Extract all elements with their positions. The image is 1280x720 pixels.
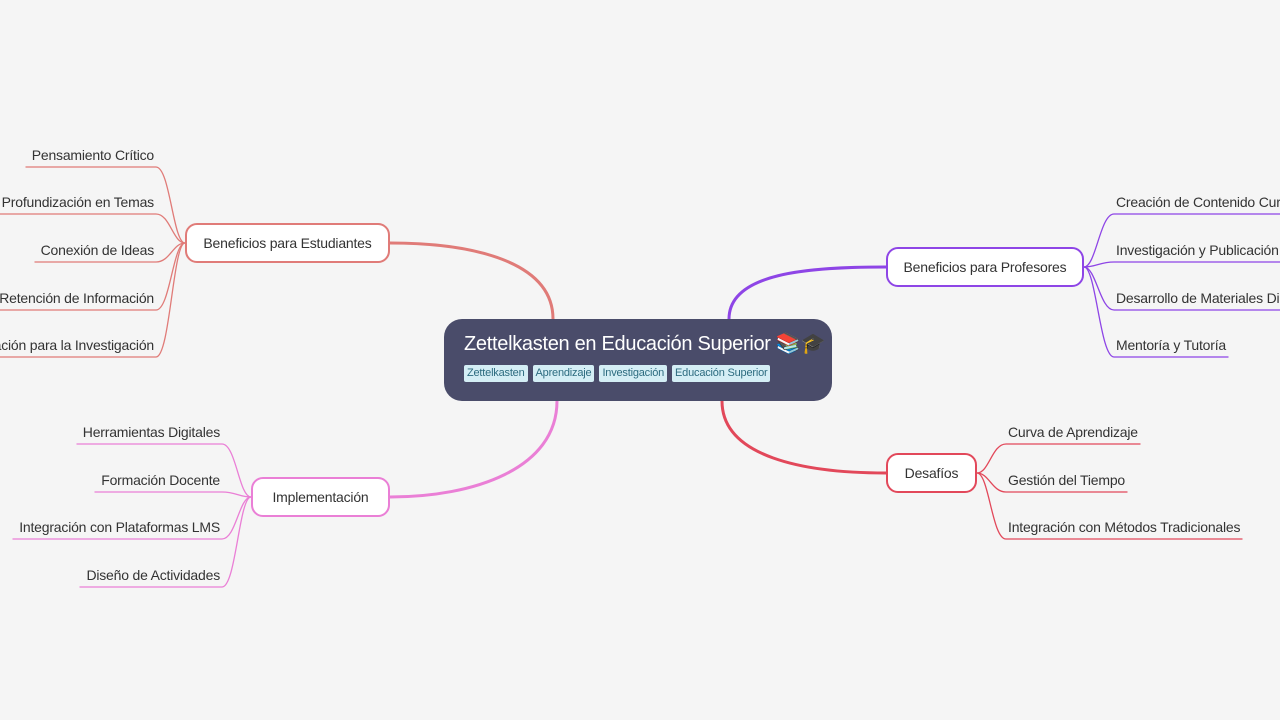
connector-branch-implementacion bbox=[388, 399, 559, 499]
connector-leaf-desafios-1 bbox=[976, 472, 1128, 493]
leaf-integracion-lms[interactable]: Integración con Plataformas LMS bbox=[19, 519, 220, 535]
connector-leaf-estudiantes-4 bbox=[0, 242, 186, 358]
leaf-diseno-actividades[interactable]: Diseño de Actividades bbox=[86, 567, 220, 583]
tag-zettelkasten[interactable]: Zettelkasten bbox=[464, 365, 528, 382]
branch-beneficios-profesores[interactable]: Beneficios para Profesores bbox=[886, 247, 1084, 287]
leaf-profundizacion-temas[interactable]: Profundización en Temas bbox=[1, 194, 155, 210]
connector-leaf-desafios-0 bbox=[976, 443, 1141, 474]
connector-leaf-implementacion-1 bbox=[94, 491, 252, 498]
connector-leaf-estudiantes-2 bbox=[34, 242, 186, 263]
leaf-retencion-informacion[interactable]: Retención de Información bbox=[0, 290, 154, 306]
tag-aprendizaje[interactable]: Aprendizaje bbox=[532, 365, 595, 382]
tag-educacion-superior[interactable]: Educación Superior bbox=[672, 365, 771, 382]
connector-leaf-desafios-2 bbox=[976, 472, 1243, 540]
connector-leaf-estudiantes-1 bbox=[0, 213, 186, 244]
leaf-investigacion-publicacion[interactable]: Investigación y Publicación bbox=[1116, 242, 1279, 258]
leaf-creacion-contenido-curricular[interactable]: Creación de Contenido Curricular bbox=[1116, 194, 1280, 210]
connector-leaf-implementacion-2 bbox=[12, 496, 252, 540]
connector-leaf-profesores-2 bbox=[1083, 266, 1280, 311]
leaf-herramientas-digitales[interactable]: Herramientas Digitales bbox=[82, 424, 220, 440]
leaf-mentoria-tutoria[interactable]: Mentoría y Tutoría bbox=[1116, 337, 1227, 353]
leaf-integracion-metodos[interactable]: Integración con Métodos Tradicionales bbox=[1008, 519, 1241, 535]
connector-leaf-implementacion-3 bbox=[79, 496, 252, 588]
leaf-desarrollo-materiales[interactable]: Desarrollo de Materiales Didácticos bbox=[1116, 290, 1280, 306]
connector-branch-estudiantes bbox=[388, 241, 555, 321]
leaf-gestion-tiempo[interactable]: Gestión del Tiempo bbox=[1008, 472, 1126, 488]
tag-investigacion[interactable]: Investigación bbox=[599, 365, 668, 382]
connector-leaf-profesores-3 bbox=[1083, 266, 1229, 358]
leaf-conexion-ideas[interactable]: Conexión de Ideas bbox=[40, 242, 155, 258]
tag-list: Zettelkasten Aprendizaje Investigación E… bbox=[464, 365, 812, 382]
leaf-formacion-docente[interactable]: Formación Docente bbox=[101, 472, 220, 488]
connector-leaf-estudiantes-3 bbox=[0, 242, 186, 311]
connector-leaf-profesores-1 bbox=[1083, 261, 1280, 268]
connector-leaf-profesores-0 bbox=[1083, 213, 1280, 268]
leaf-pensamiento-critico[interactable]: Pensamiento Crítico bbox=[31, 147, 154, 163]
central-topic-title: Zettelkasten en Educación Superior 📚🎓 bbox=[464, 333, 826, 355]
connector-branch-desafios bbox=[720, 399, 888, 475]
branch-desafios[interactable]: Desafíos bbox=[886, 453, 977, 493]
leaf-preparacion-investigacion[interactable]: Preparación para la Investigación bbox=[0, 337, 154, 353]
branch-implementacion[interactable]: Implementación bbox=[251, 477, 390, 517]
connector-branch-profesores bbox=[727, 265, 888, 321]
branch-beneficios-estudiantes[interactable]: Beneficios para Estudiantes bbox=[185, 223, 390, 263]
central-topic[interactable]: Zettelkasten en Educación Superior 📚🎓 Ze… bbox=[444, 319, 832, 401]
connector-leaf-estudiantes-0 bbox=[25, 166, 186, 244]
leaf-curva-aprendizaje[interactable]: Curva de Aprendizaje bbox=[1008, 424, 1138, 440]
connector-leaf-implementacion-0 bbox=[76, 443, 252, 498]
